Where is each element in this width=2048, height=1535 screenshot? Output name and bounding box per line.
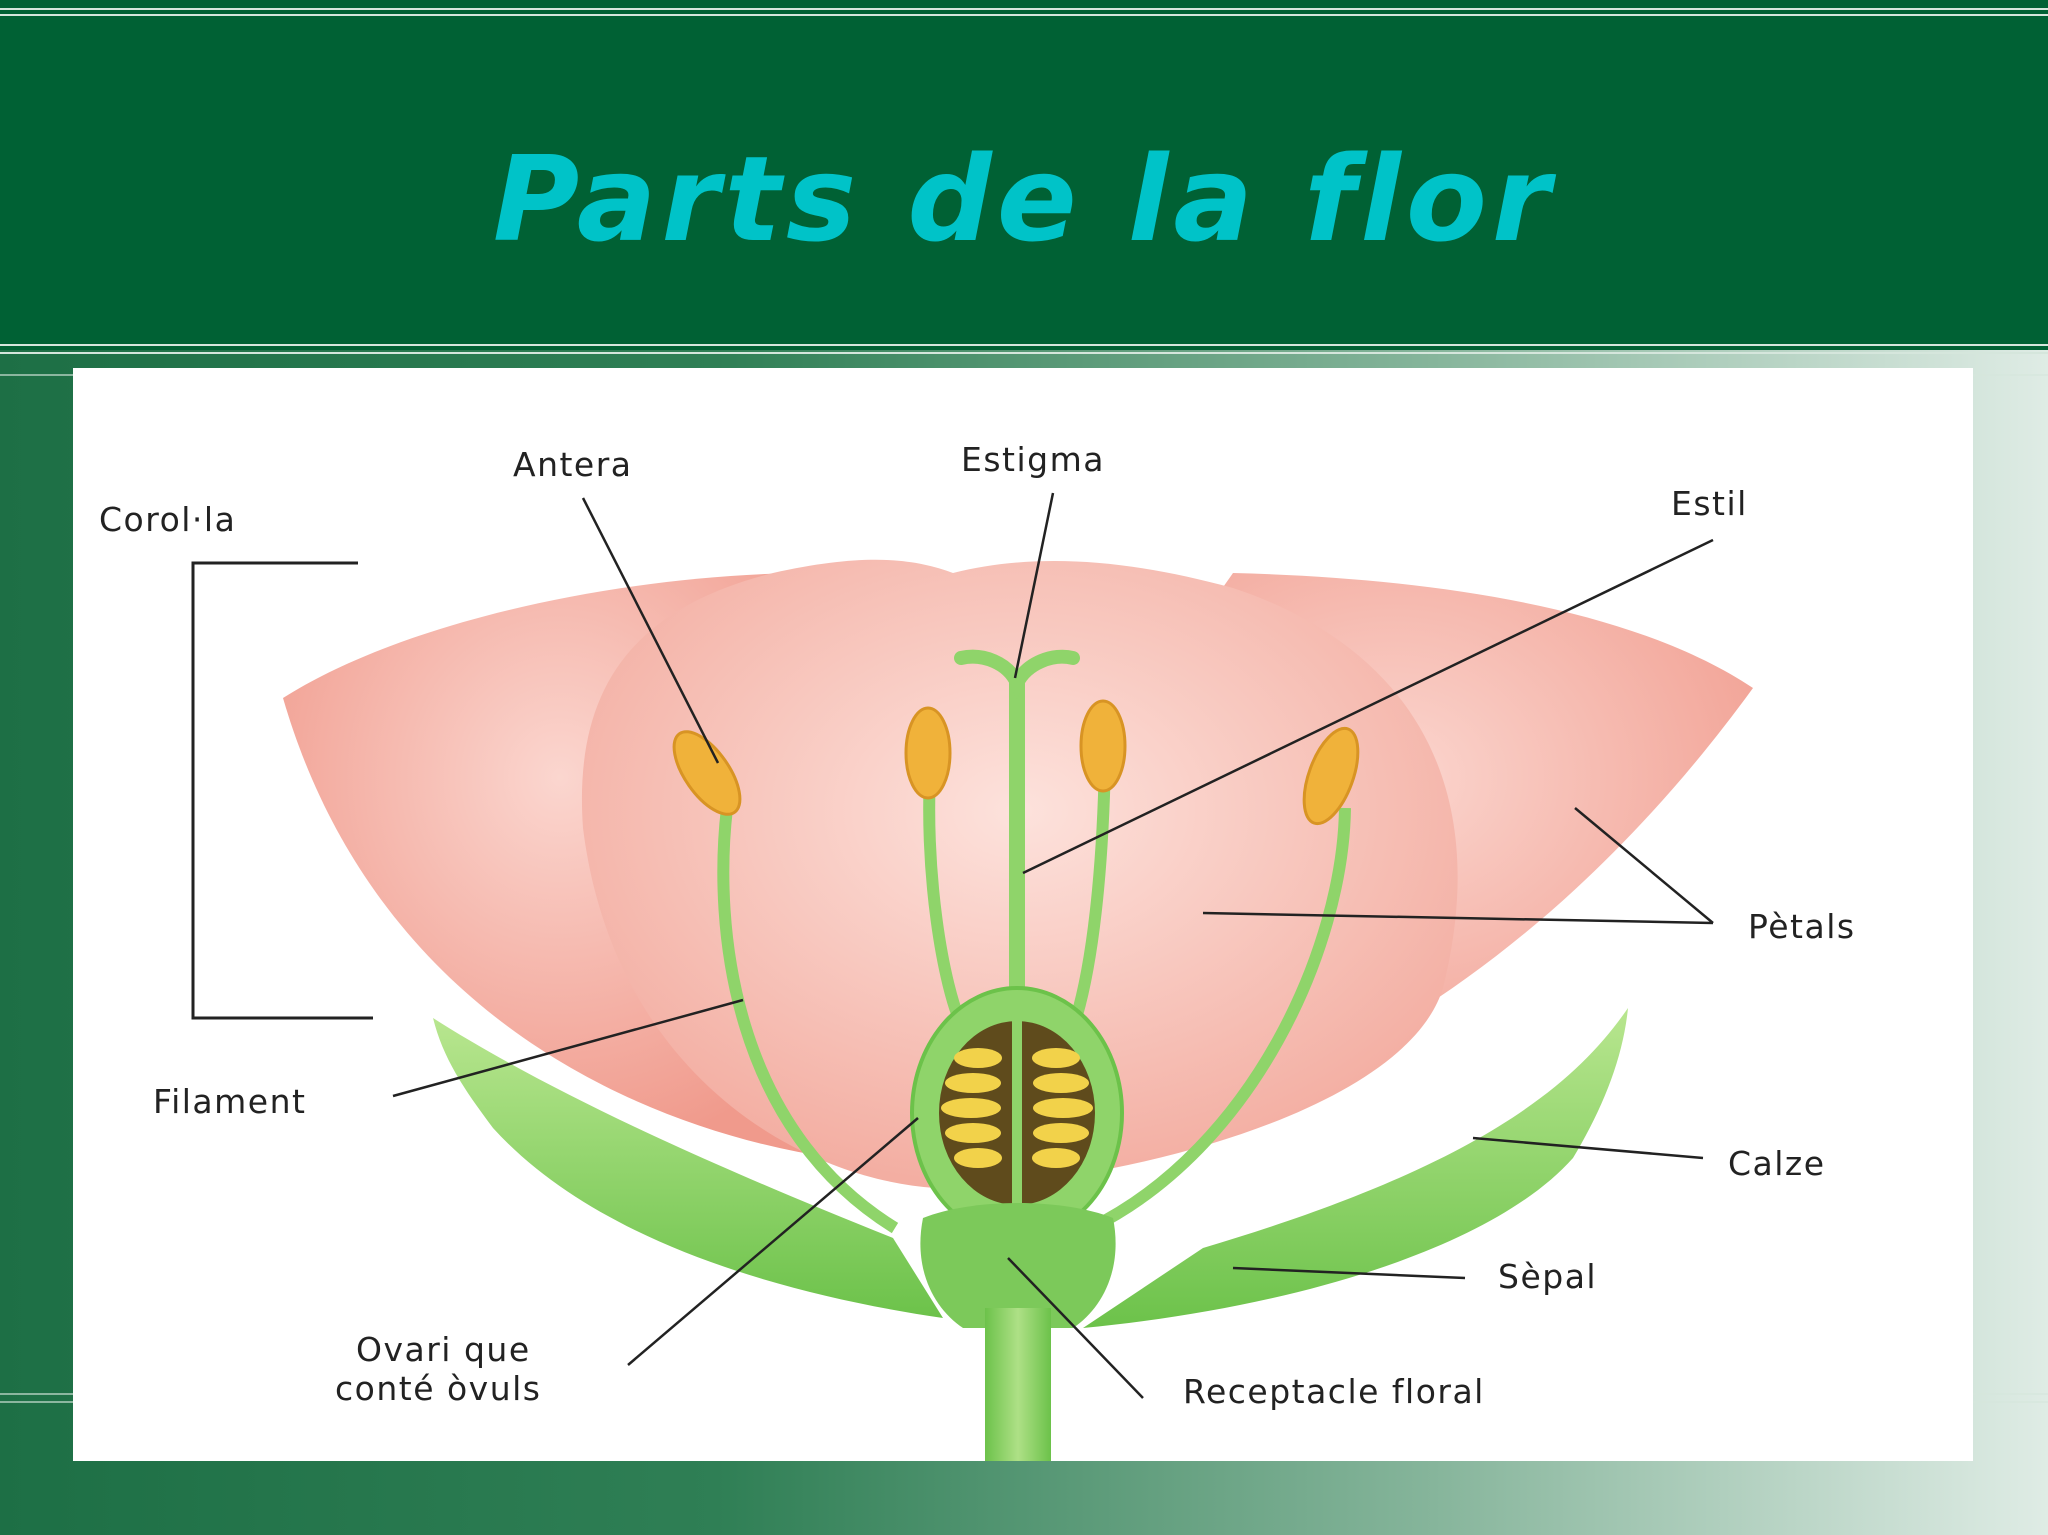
flower-svg: Antera Estigma Estil Corol·la Pètals Fil… [99,440,1856,1461]
sepal-right [1083,1008,1628,1328]
label-petals: Pètals [1748,907,1856,946]
label-filament: Filament [153,1082,306,1121]
leader-lines [392,492,1714,1399]
flower-diagram: Antera Estigma Estil Corol·la Pètals Fil… [73,368,1973,1461]
label-sepal: Sèpal [1498,1257,1597,1296]
sepal-left [433,1018,943,1318]
label-estil: Estil [1671,484,1748,523]
label-calze: Calze [1728,1144,1826,1183]
filament-4 [1088,807,1351,1234]
slide-header [0,0,2048,350]
filament-2 [923,757,969,1031]
anther-1 [672,730,742,816]
anther-2 [904,706,952,800]
anther-3 [1079,699,1127,793]
label-ovari-line2: conté òvuls [335,1369,541,1408]
label-estigma: Estigma [961,440,1105,479]
receptacle [920,1203,1116,1328]
ovules [941,1048,1093,1168]
stigma [954,649,1080,700]
header-top-rule-2 [0,14,2048,16]
label-ovari-line1: Ovari que [356,1330,531,1369]
header-bottom-rule [0,344,2048,346]
label-antera: Antera [513,445,633,484]
slide-title: Parts de la flor [492,130,1556,268]
label-receptacle: Receptacle floral [1183,1372,1485,1411]
header-bottom-rule-2 [0,352,2048,354]
stem [985,1308,1051,1461]
filament-1 [717,807,899,1234]
header-top-rule [0,8,2048,10]
anther-4 [1302,726,1360,826]
filament-3 [1067,757,1111,1030]
corolla-bracket [191,561,373,1020]
label-corolla: Corol·la [99,500,236,539]
